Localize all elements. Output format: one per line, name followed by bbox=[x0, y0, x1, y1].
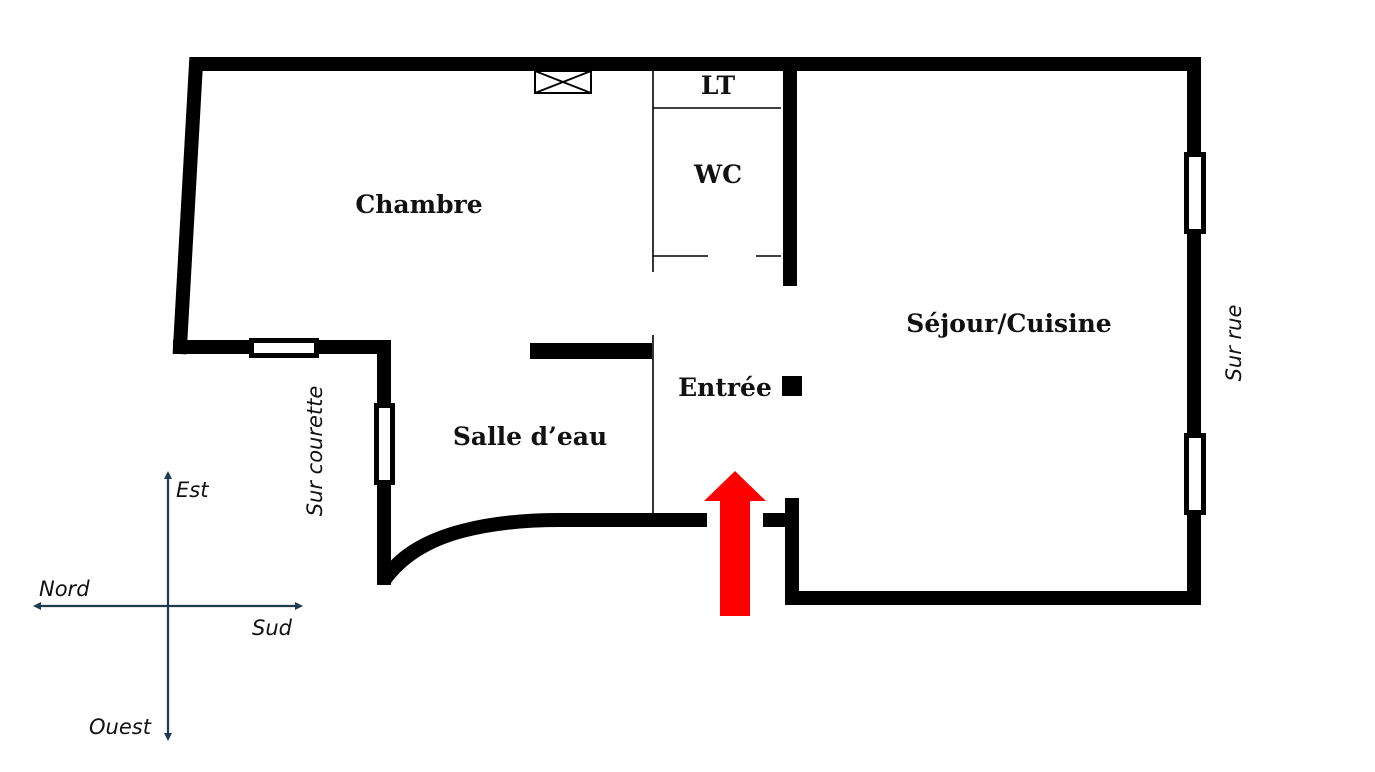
wall-salle-curve bbox=[378, 513, 707, 585]
room-label-entree: Entrée bbox=[678, 373, 772, 402]
pillar bbox=[782, 376, 802, 396]
orientation-courette: Sur courette bbox=[303, 386, 327, 517]
room-label-sejour: Séjour/Cuisine bbox=[906, 309, 1111, 338]
wall-north-top bbox=[172, 57, 1201, 605]
compass-label-ouest: Ouest bbox=[89, 715, 152, 739]
window-icon bbox=[1184, 152, 1206, 234]
entry-arrow-icon bbox=[704, 471, 766, 616]
partitions bbox=[652, 66, 781, 516]
windows bbox=[249, 152, 1206, 515]
room-label-salle: Salle d’eau bbox=[453, 422, 607, 451]
compass-label-sud: Sud bbox=[252, 616, 293, 640]
room-label-lt: LT bbox=[701, 71, 736, 100]
room-label-wc: WC bbox=[693, 160, 742, 189]
window-icon bbox=[374, 403, 395, 485]
compass-label-nord: Nord bbox=[39, 577, 90, 601]
orientation-rue: Sur rue bbox=[1222, 305, 1246, 382]
window-icon bbox=[1184, 433, 1206, 515]
interior-walls bbox=[530, 66, 797, 359]
compass-label-est: Est bbox=[176, 478, 209, 502]
ventilation-icon bbox=[534, 70, 592, 94]
window-icon bbox=[249, 338, 319, 358]
room-label-chambre: Chambre bbox=[355, 190, 482, 219]
compass-icon bbox=[33, 471, 303, 741]
